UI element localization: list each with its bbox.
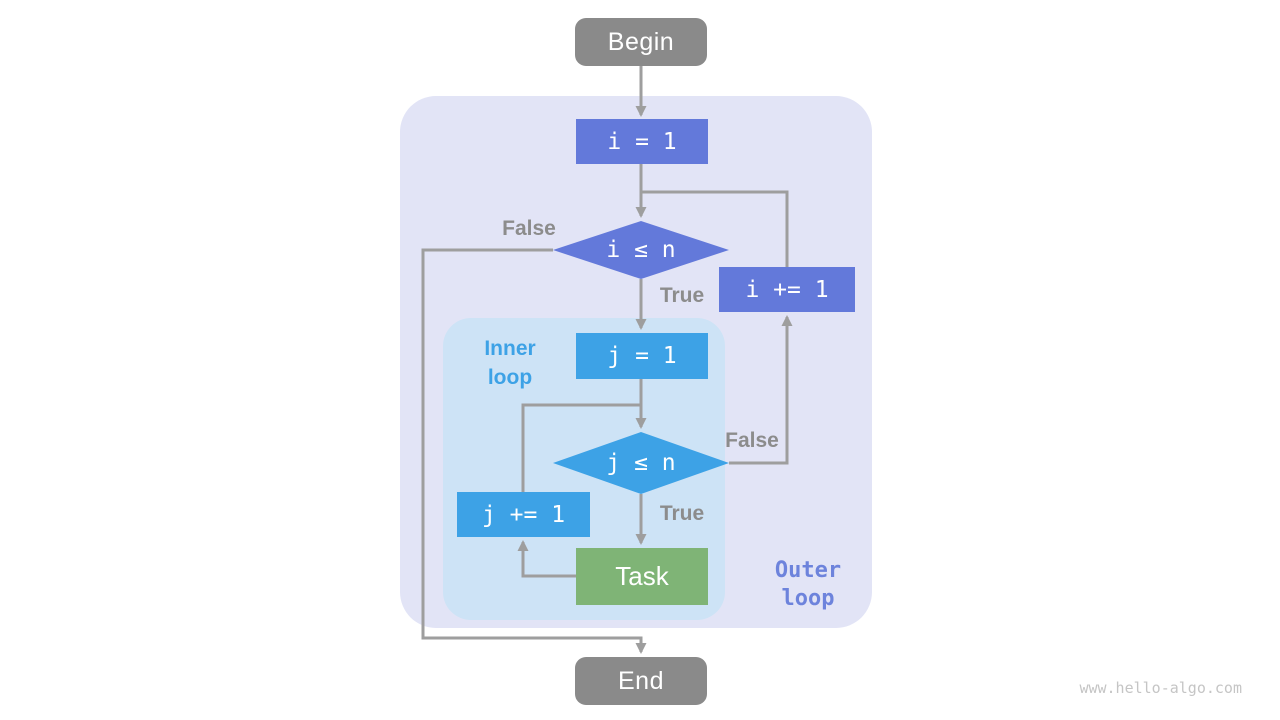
node-begin: Begin [575, 18, 707, 66]
node-init-i: i = 1 [576, 119, 708, 164]
edge-inc-j-to-cond-j [521, 403, 641, 492]
branch-label-cond-i-false: False [502, 217, 556, 240]
edge-cond-i-false-to-end [421, 248, 647, 654]
decision-cond-j-shape [553, 432, 729, 494]
outer-loop-caption-line2: loop [781, 586, 835, 611]
inner-loop-caption-line1: Inner [484, 337, 536, 360]
branch-label-cond-i-true: True [659, 284, 705, 307]
inner-loop-caption-line2: loop [487, 366, 533, 389]
node-inc-j: j += 1 [457, 492, 590, 537]
node-end: End [575, 657, 707, 705]
node-cond-i-label: i ≤ n [606, 237, 676, 263]
outer-loop-caption-line1: Outer [774, 558, 842, 583]
edge-inc-i-to-cond-i [641, 190, 789, 267]
branch-label-cond-j-true: True [659, 502, 705, 525]
edge-task-to-inc-j [517, 540, 576, 578]
outer-loop-caption: Outer loop [775, 557, 841, 613]
edge-cond-j-false-to-inc-i [729, 315, 793, 465]
node-init-j: j = 1 [576, 333, 708, 379]
node-cond-j-label: j ≤ n [606, 450, 676, 476]
node-inc-i: i += 1 [719, 267, 855, 312]
watermark-text: www.hello-algo.com [1079, 679, 1242, 697]
inner-loop-caption: Inner loop [484, 334, 535, 392]
decision-cond-i-shape [553, 221, 729, 279]
branch-label-cond-j-false: False [725, 429, 779, 452]
node-task: Task [576, 548, 708, 605]
